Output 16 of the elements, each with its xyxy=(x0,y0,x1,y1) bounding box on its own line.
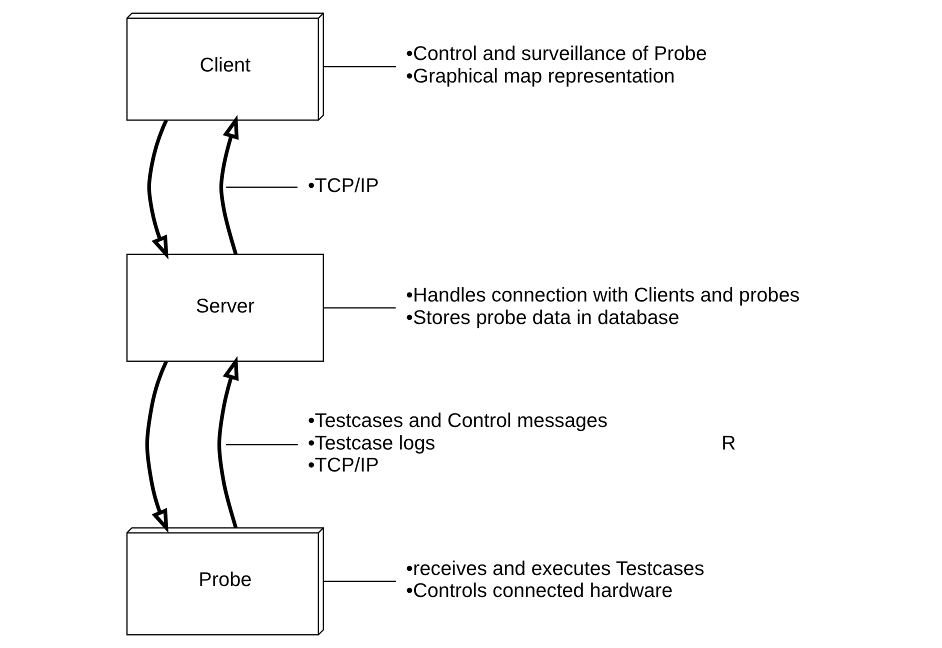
node-text: •TCP/IP xyxy=(308,174,379,197)
arrow xyxy=(147,119,168,260)
arrow xyxy=(217,356,239,528)
arrow xyxy=(219,114,239,255)
arrow xyxy=(145,360,168,533)
label: R xyxy=(721,432,736,454)
connector xyxy=(226,186,298,188)
connector xyxy=(323,580,396,582)
connector xyxy=(324,307,396,308)
node-text: •Control and surveillance of Probe •Graphical map representation xyxy=(406,43,707,88)
node-text: •Handles connection with Clients and probes •Stores probe data in database xyxy=(406,284,800,329)
node-box: Server xyxy=(126,254,324,362)
connector xyxy=(323,66,396,68)
node-text: •Testcases and Control messages •Testcase logs •TCP/IP xyxy=(308,410,608,477)
node-text: •receives and executes Testcases •Controls connected hardware xyxy=(406,558,704,602)
connector xyxy=(226,444,298,446)
